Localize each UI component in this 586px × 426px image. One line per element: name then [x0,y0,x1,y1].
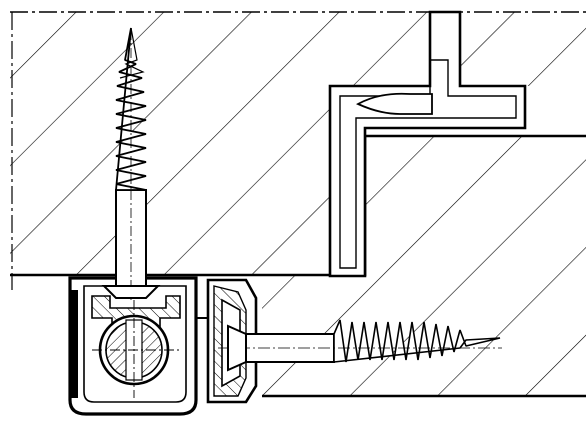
cam-bolt-icon [92,300,180,398]
wood-screw-icon [101,27,161,300]
wood-screw-horizontal-icon [218,319,502,372]
edge-profile [328,10,527,278]
connector-housing-icon [68,276,198,416]
